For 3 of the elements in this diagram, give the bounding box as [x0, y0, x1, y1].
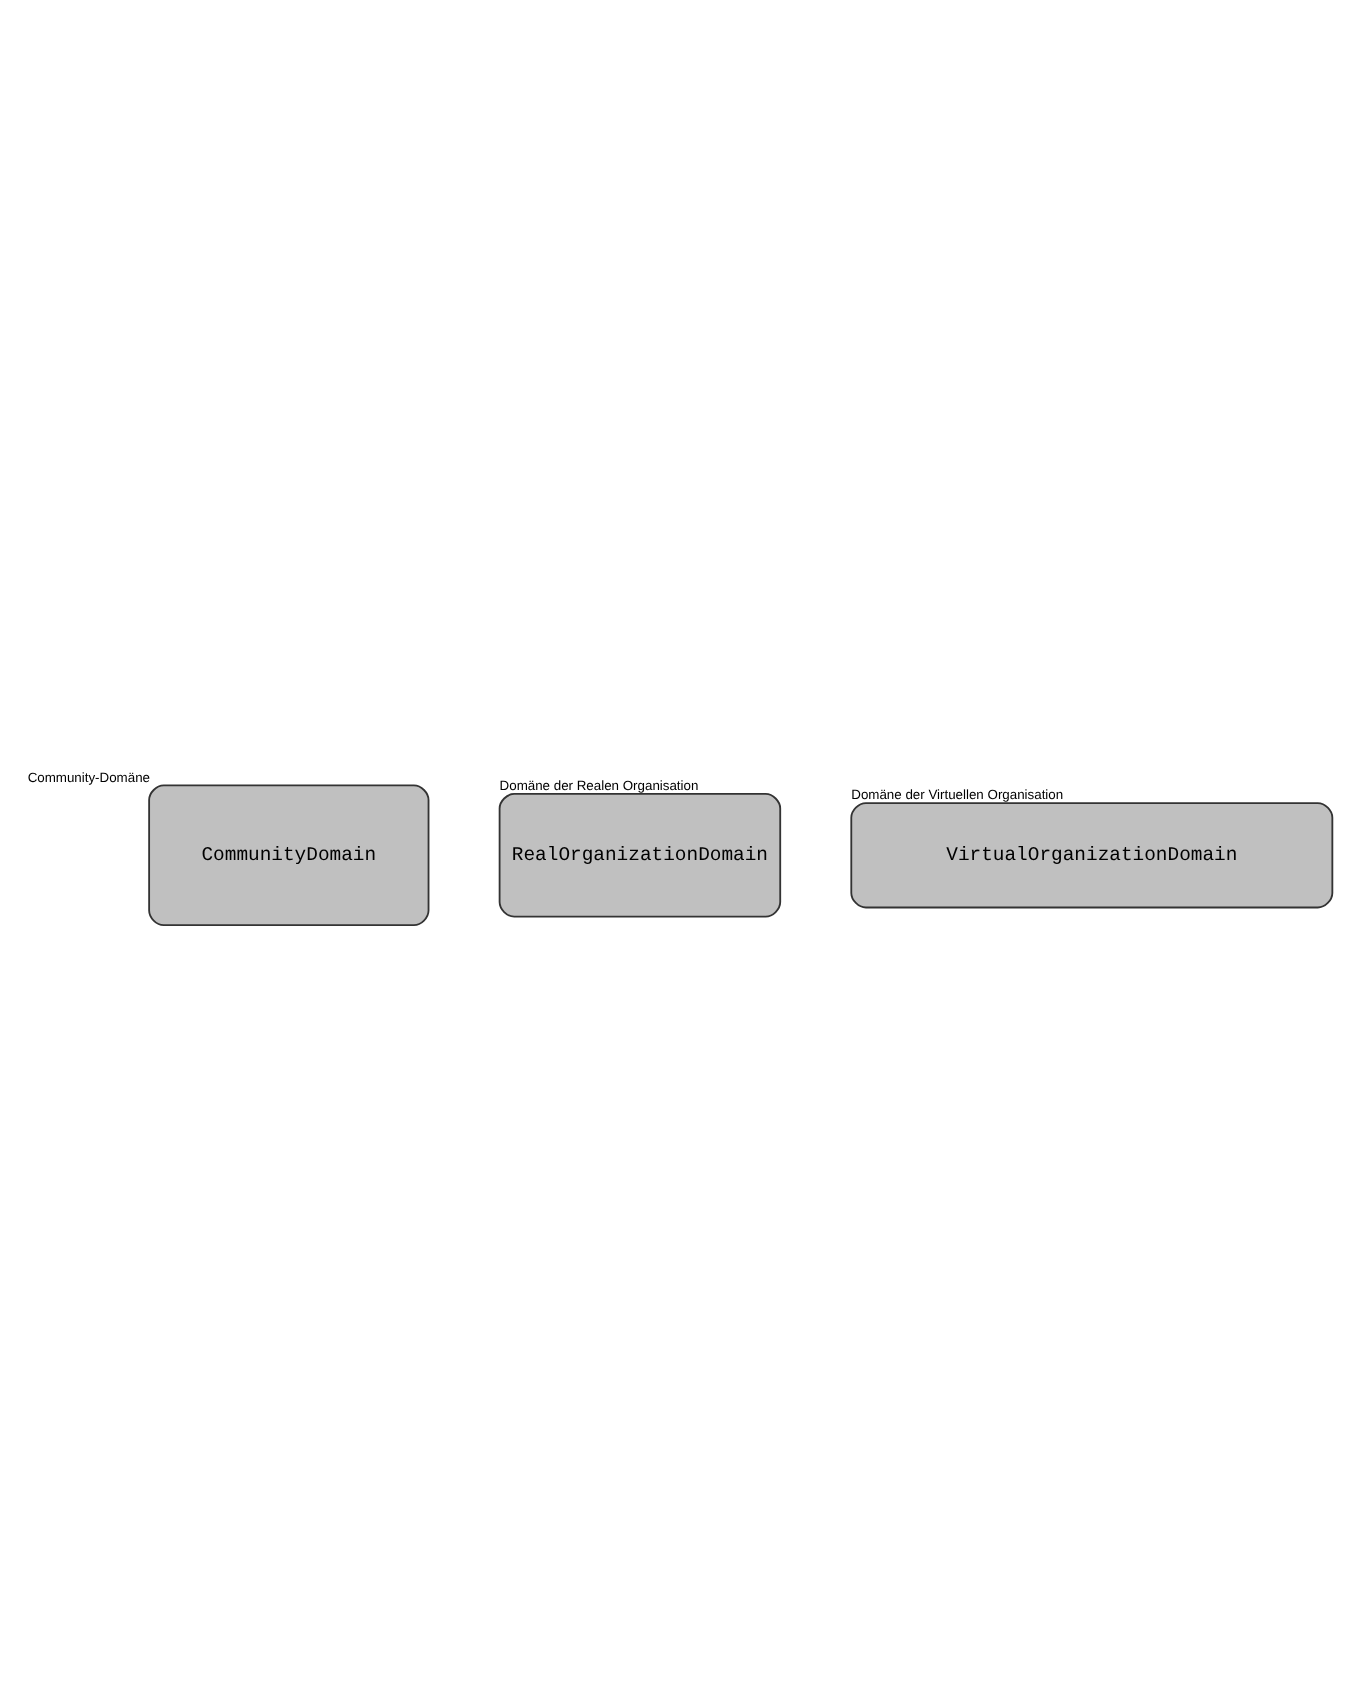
node-box: RealOrganizationDomain — [498, 793, 782, 918]
node-box: CommunityDomain — [148, 784, 430, 927]
node-box: VirtualOrganizationDomain — [850, 802, 1334, 909]
